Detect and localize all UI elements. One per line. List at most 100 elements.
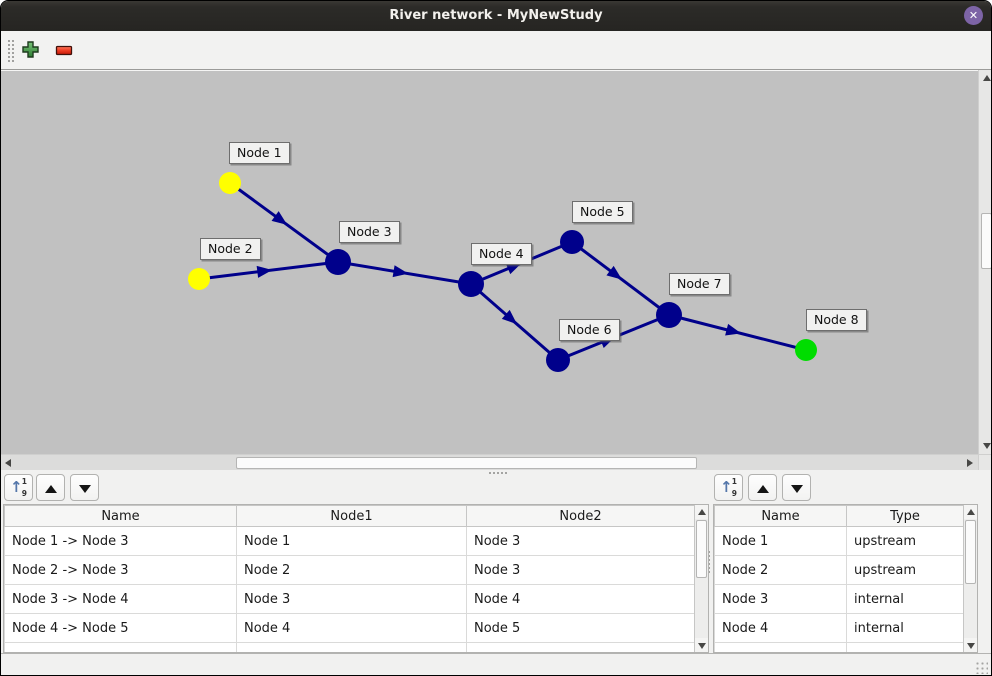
nodes-sort-button[interactable]: ↑ 1 9 bbox=[714, 474, 743, 501]
vertical-scroll-thumb[interactable] bbox=[981, 213, 991, 269]
scroll-up-icon[interactable] bbox=[983, 75, 991, 81]
table-cell[interactable]: Node 2 bbox=[236, 555, 467, 585]
table-cell[interactable]: Node 4 bbox=[466, 584, 695, 614]
table-cell[interactable]: Node 2 bbox=[714, 555, 847, 585]
table-cell[interactable]: Node 1 bbox=[714, 526, 847, 556]
river-node-node-1[interactable] bbox=[219, 172, 241, 194]
table-cell[interactable]: Node 5 bbox=[466, 613, 695, 643]
column-header[interactable]: Type bbox=[846, 505, 964, 527]
add-node-button[interactable] bbox=[21, 40, 41, 60]
table-cell[interactable]: upstream bbox=[846, 526, 964, 556]
flow-direction-arrow-icon bbox=[256, 265, 273, 278]
window-title: River network - MyNewStudy bbox=[389, 8, 603, 23]
horizontal-scroll-thumb[interactable] bbox=[236, 457, 697, 469]
table-cell[interactable]: Node 4 -> Node 5 bbox=[4, 613, 237, 643]
main-toolbar bbox=[1, 31, 991, 70]
table-scroll-thumb[interactable] bbox=[696, 520, 707, 578]
triangle-up-icon bbox=[756, 485, 769, 493]
column-header[interactable]: Node1 bbox=[236, 505, 467, 527]
reaches-move-up-button[interactable] bbox=[36, 474, 65, 501]
network-canvas[interactable]: Node 1 Node 2 Node 3 Node 4 Node 5 Node 6 Node… bbox=[1, 70, 978, 454]
remove-node-button[interactable] bbox=[54, 40, 74, 60]
table-cell[interactable]: Node 4 bbox=[714, 613, 847, 643]
flow-direction-arrow-icon bbox=[271, 211, 288, 225]
table-scroll-thumb[interactable] bbox=[965, 520, 976, 584]
plus-icon bbox=[22, 41, 39, 58]
table-cell[interactable]: Node 3 bbox=[236, 584, 467, 614]
table-cell[interactable]: Node 3 -> Node 4 bbox=[4, 584, 237, 614]
reaches-sort-button[interactable]: ↑ 1 9 bbox=[4, 474, 33, 501]
node-label[interactable]: Node 8 bbox=[806, 309, 867, 331]
table-cell[interactable]: Node 1 bbox=[236, 526, 467, 556]
river-node-node-3[interactable] bbox=[325, 249, 351, 275]
canvas-horizontal-scrollbar[interactable] bbox=[1, 454, 978, 470]
flow-direction-arrow-icon bbox=[501, 309, 518, 325]
node-label[interactable]: Node 6 bbox=[559, 319, 620, 341]
reaches-table-scrollbar[interactable] bbox=[694, 505, 708, 652]
node-label[interactable]: Node 5 bbox=[572, 201, 633, 223]
table-cell[interactable]: Node 3 bbox=[466, 526, 695, 556]
reaches-move-down-button[interactable] bbox=[70, 474, 99, 501]
node-label[interactable]: Node 3 bbox=[339, 221, 400, 243]
flow-direction-arrow-icon bbox=[606, 265, 623, 280]
table-cell[interactable]: Node 3 bbox=[466, 555, 695, 585]
resize-grip[interactable] bbox=[974, 660, 988, 674]
node-label[interactable]: Node 4 bbox=[471, 243, 532, 265]
horizontal-splitter-handle[interactable] bbox=[488, 471, 508, 475]
river-node-node-2[interactable] bbox=[188, 268, 210, 290]
nodes-move-down-button[interactable] bbox=[782, 474, 811, 501]
table-cell[interactable]: Node 1 -> Node 3 bbox=[4, 526, 237, 556]
minus-icon bbox=[55, 45, 73, 56]
toolbar-grip-handle[interactable] bbox=[7, 39, 15, 62]
sort-ascending-icon: ↑ 1 9 bbox=[720, 477, 737, 498]
table-cell[interactable]: Node 2 -> Node 3 bbox=[4, 555, 237, 585]
river-node-node-8[interactable] bbox=[795, 339, 817, 361]
river-node-node-7[interactable] bbox=[656, 302, 682, 328]
table-row bbox=[714, 642, 964, 652]
flow-direction-arrow-icon bbox=[505, 262, 522, 275]
table-row bbox=[4, 642, 695, 652]
river-node-node-4[interactable] bbox=[458, 271, 484, 297]
table-cell[interactable]: Node 4 bbox=[236, 613, 467, 643]
flow-direction-arrow-icon bbox=[392, 265, 409, 278]
table-cell[interactable]: internal bbox=[846, 584, 964, 614]
close-icon[interactable]: ✕ bbox=[964, 6, 983, 25]
scroll-right-icon[interactable] bbox=[967, 459, 973, 467]
triangle-down-icon bbox=[78, 485, 91, 493]
title-bar[interactable]: River network - MyNewStudy ✕ bbox=[1, 1, 991, 31]
table-cell[interactable]: internal bbox=[846, 613, 964, 643]
table-cell[interactable]: upstream bbox=[846, 555, 964, 585]
scroll-down-icon[interactable] bbox=[983, 443, 991, 449]
column-header[interactable]: Name bbox=[4, 505, 237, 527]
canvas-vertical-scrollbar[interactable] bbox=[978, 70, 991, 454]
scrollbar-corner bbox=[978, 454, 991, 470]
vertical-splitter-handle[interactable] bbox=[707, 550, 711, 574]
scroll-left-icon[interactable] bbox=[5, 459, 11, 467]
nodes-table-scrollbar[interactable] bbox=[963, 505, 977, 652]
node-label[interactable]: Node 7 bbox=[669, 273, 730, 295]
column-header[interactable]: Node2 bbox=[466, 505, 695, 527]
table-cell[interactable]: Node 3 bbox=[714, 584, 847, 614]
triangle-up-icon bbox=[44, 485, 57, 493]
node-label[interactable]: Node 2 bbox=[200, 238, 261, 260]
scroll-up-icon bbox=[967, 509, 975, 515]
flow-direction-arrow-icon bbox=[725, 323, 742, 336]
triangle-down-icon bbox=[790, 485, 803, 493]
column-header[interactable]: Name bbox=[714, 505, 847, 527]
node-label[interactable]: Node 1 bbox=[229, 142, 290, 164]
river-node-node-6[interactable] bbox=[546, 348, 570, 372]
nodes-move-up-button[interactable] bbox=[748, 474, 777, 501]
river-node-node-5[interactable] bbox=[560, 230, 584, 254]
